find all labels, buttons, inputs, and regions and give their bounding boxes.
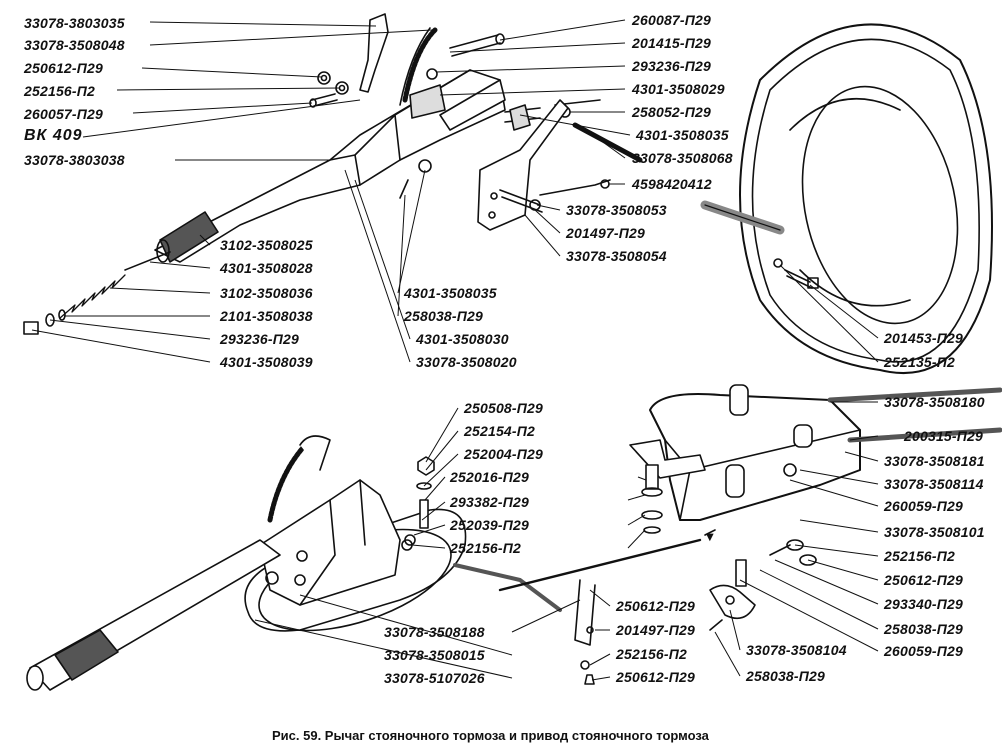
label-250612-p29-a: 250612-П29 bbox=[24, 60, 104, 76]
label-33078-3508020: 33078-3508020 bbox=[416, 354, 517, 370]
label-4598420412: 4598420412 bbox=[632, 176, 712, 192]
label-252156-p2-c: 252156-П2 bbox=[884, 548, 956, 564]
equalizer-assembly: ▼ bbox=[401, 384, 1002, 685]
label-252039-p29: 252039-П29 bbox=[450, 517, 530, 533]
label-33078-3508114: 33078-3508114 bbox=[884, 476, 984, 492]
label-250612-p29-d: 250612-П29 bbox=[616, 669, 696, 685]
leader-lines bbox=[31, 19, 879, 681]
label-33078-3508101: 33078-3508101 bbox=[884, 524, 985, 540]
label-4301-3508035-a: 4301-3508035 bbox=[636, 127, 729, 143]
label-200315-p29: 200315-П29 bbox=[904, 428, 984, 444]
label-293236-p29-b: 293236-П29 bbox=[220, 331, 300, 347]
label-260087-p29: 260087-П29 bbox=[632, 12, 712, 28]
label-3102-3508025: 3102-3508025 bbox=[220, 237, 313, 253]
label-293340-p29: 293340-П29 bbox=[884, 596, 964, 612]
label-201415-p29: 201415-П29 bbox=[632, 35, 712, 51]
label-2101-3508038: 2101-3508038 bbox=[220, 308, 313, 324]
label-4301-3508029: 4301-3508029 bbox=[632, 81, 725, 97]
label-252156-p2-a: 252156-П2 bbox=[24, 83, 96, 99]
label-252004-p29: 252004-П29 bbox=[464, 446, 544, 462]
label-260059-p29-b: 260059-П29 bbox=[884, 643, 964, 659]
label-250612-p29-c: 250612-П29 bbox=[616, 598, 696, 614]
label-252156-p2-b: 252156-П2 bbox=[450, 540, 522, 556]
label-33078-3508181: 33078-3508181 bbox=[884, 453, 985, 469]
label-33078-3508053: 33078-3508053 bbox=[566, 202, 667, 218]
label-293382-p29: 293382-П29 bbox=[450, 494, 530, 510]
label-201497-p29-a: 201497-П29 bbox=[566, 225, 646, 241]
label-33078-3803035: 33078-3803035 bbox=[24, 15, 125, 31]
label-258038-p29-c: 258038-П29 bbox=[746, 668, 826, 684]
label-3102-3508036: 3102-3508036 bbox=[220, 285, 313, 301]
upper-lever-assembly bbox=[23, 13, 643, 335]
label-252156-p2-d: 252156-П2 bbox=[616, 646, 688, 662]
lower-lever-assembly bbox=[26, 435, 562, 691]
label-252154-p2: 252154-П2 bbox=[464, 423, 536, 439]
label-33078-3508188: 33078-3508188 bbox=[384, 624, 485, 640]
label-33078-3508068: 33078-3508068 bbox=[632, 150, 733, 166]
label-258038-p29-a: 258038-П29 bbox=[404, 308, 484, 324]
label-4301-3508030: 4301-3508030 bbox=[416, 331, 509, 347]
label-250508-p29: 250508-П29 bbox=[464, 400, 544, 416]
label-33078-5107026: 33078-5107026 bbox=[384, 670, 485, 686]
label-33078-3803038: 33078-3803038 bbox=[24, 152, 125, 168]
label-293236-p29-a: 293236-П29 bbox=[632, 58, 712, 74]
label-252016-p29: 252016-П29 bbox=[450, 469, 530, 485]
label-4301-3508028: 4301-3508028 bbox=[220, 260, 313, 276]
label-260059-p29-a: 260059-П29 bbox=[884, 498, 964, 514]
label-201497-p29-b: 201497-П29 bbox=[616, 622, 696, 638]
label-33078-3508180: 33078-3508180 bbox=[884, 394, 985, 410]
label-201453-p29: 201453-П29 bbox=[884, 330, 964, 346]
label-33078-3508104: 33078-3508104 bbox=[746, 642, 847, 658]
figure-caption: Рис. 59. Рычаг стояночного тормоза и при… bbox=[272, 728, 709, 743]
label-33078-3508054: 33078-3508054 bbox=[566, 248, 667, 264]
label-vk409: ВК 409 bbox=[24, 127, 83, 144]
label-4301-3508035-b: 4301-3508035 bbox=[404, 285, 497, 301]
label-4301-3508039: 4301-3508039 bbox=[220, 354, 313, 370]
brake-backing-plate bbox=[700, 23, 993, 375]
label-252135-p2: 252135-П2 bbox=[884, 354, 956, 370]
label-250612-p29-b: 250612-П29 bbox=[884, 572, 964, 588]
label-33078-3508015: 33078-3508015 bbox=[384, 647, 485, 663]
label-258052-p29: 258052-П29 bbox=[632, 104, 712, 120]
label-33078-3508048: 33078-3508048 bbox=[24, 37, 125, 53]
label-260057-p29: 260057-П29 bbox=[24, 106, 104, 122]
svg-text:▼: ▼ bbox=[706, 532, 714, 543]
label-258038-p29-b: 258038-П29 bbox=[884, 621, 964, 637]
